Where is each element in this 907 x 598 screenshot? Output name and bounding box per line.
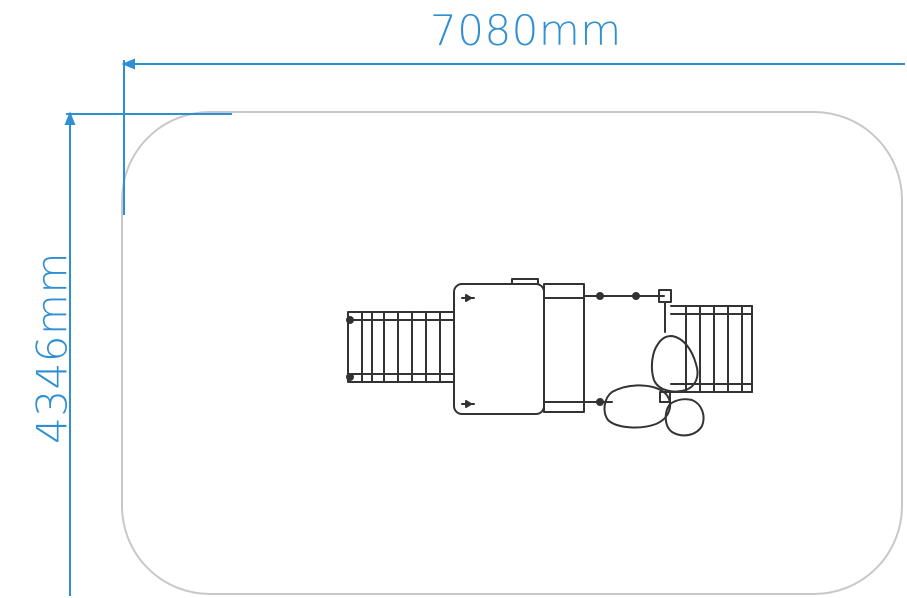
playground-equipment-topview [346,278,753,437]
central-platform [453,278,545,415]
height-dimension-label: 4346mm [27,252,77,444]
width-dimension-line [121,58,905,215]
height-dimension-line [64,111,232,596]
organic-rock-shapes [603,335,705,437]
climbing-frame [346,311,455,383]
safety-zone-boundary [121,111,903,595]
ladder-steps [670,305,753,393]
connecting-rails [583,289,672,406]
second-deck [543,283,585,413]
width-dimension-label: 7080mm [430,6,622,55]
